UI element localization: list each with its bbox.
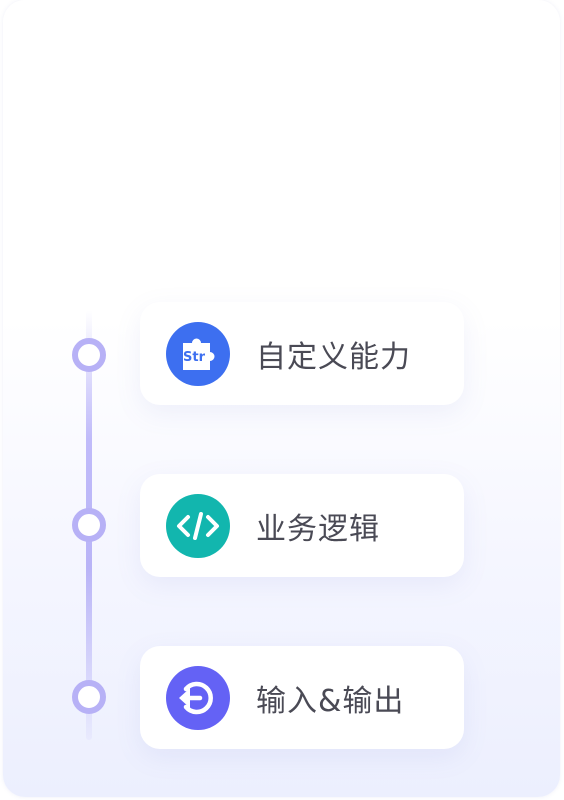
arrow-in-icon	[166, 665, 230, 730]
step-card-business-logic: 业务逻辑	[140, 474, 464, 577]
step-label: 自定义能力	[256, 339, 411, 375]
code-icon	[166, 493, 230, 558]
step-card-input-output: 输入&输出	[140, 646, 464, 749]
timeline-node-io	[72, 680, 106, 714]
timeline-node-custom	[72, 338, 106, 372]
timeline-node-logic	[72, 508, 106, 542]
step-label: 业务逻辑	[256, 511, 380, 547]
puzzle-str-icon: Str	[166, 321, 230, 386]
step-label: 输入&输出	[256, 683, 405, 719]
step-card-custom-capability: Str 自定义能力	[140, 302, 464, 405]
svg-text:Str: Str	[183, 350, 206, 365]
